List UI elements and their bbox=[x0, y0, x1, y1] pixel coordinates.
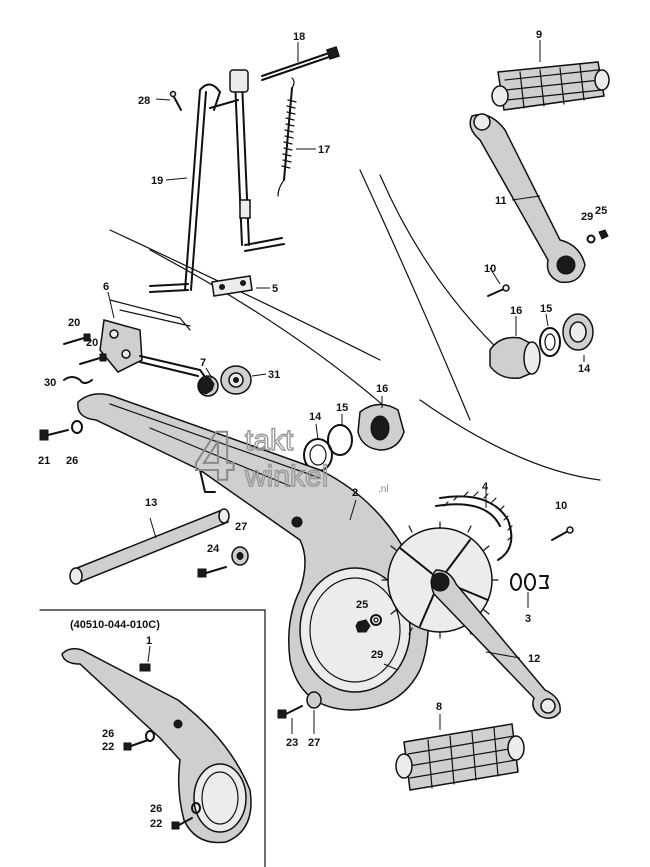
callout-7: 7 bbox=[200, 357, 206, 369]
part-23-bolt bbox=[277, 705, 303, 719]
watermark-line2: winkel bbox=[244, 460, 328, 493]
watermark-line1: takt bbox=[245, 424, 294, 457]
part-10-cotter-pin-lower bbox=[551, 526, 574, 541]
callout-26-inset-lower: 26 bbox=[150, 803, 162, 815]
part-25-nut-middle bbox=[355, 619, 371, 633]
callout-2: 2 bbox=[352, 487, 358, 499]
part-30-clip bbox=[63, 376, 93, 384]
callout-10-lower: 10 bbox=[555, 500, 567, 512]
part-8-left-pedal bbox=[395, 723, 525, 791]
callout-8: 8 bbox=[436, 701, 442, 713]
callout-3: 3 bbox=[525, 613, 531, 625]
callout-30: 30 bbox=[44, 377, 56, 389]
callout-27: 27 bbox=[235, 521, 247, 533]
part-29-washer bbox=[586, 234, 596, 244]
callout-14: 14 bbox=[578, 363, 591, 375]
part-27-collar-lower bbox=[306, 691, 322, 709]
callout-5: 5 bbox=[272, 283, 278, 295]
callout-29: 29 bbox=[581, 211, 593, 223]
part-13-pedal-shaft bbox=[69, 508, 230, 585]
callout-4: 4 bbox=[482, 481, 489, 493]
callout-20-second: 20 bbox=[86, 337, 98, 349]
part-6-brake-plate bbox=[99, 299, 191, 373]
part-2-chain-case bbox=[77, 393, 429, 711]
inset-part-number: (40510-044-010C) bbox=[70, 619, 160, 631]
callout-11: 11 bbox=[495, 195, 507, 207]
callout-21: 21 bbox=[38, 455, 50, 467]
part-9-right-pedal bbox=[491, 61, 610, 111]
callout-20: 20 bbox=[68, 317, 80, 329]
part-26-washer-left bbox=[71, 420, 83, 434]
callout-22-inset: 22 bbox=[102, 741, 114, 753]
callout-10: 10 bbox=[484, 263, 496, 275]
part-20-bolt-lower bbox=[79, 353, 107, 365]
callout-19: 19 bbox=[151, 175, 163, 187]
callout-22-inset-lower: 22 bbox=[150, 818, 162, 830]
part-7-brake-lever bbox=[139, 355, 219, 397]
part-22-bolt-inset-lower bbox=[171, 817, 193, 830]
callout-6: 6 bbox=[103, 281, 109, 293]
callout-26-inset: 26 bbox=[102, 728, 114, 740]
part-15-spacer-middle bbox=[327, 424, 353, 456]
callout-labels: 18 28 19 17 5 9 11 29 25 10 16 15 14 6 2… bbox=[38, 29, 607, 830]
callout-31: 31 bbox=[268, 369, 280, 381]
part-19-main-stand bbox=[149, 69, 285, 293]
callout-1: 1 bbox=[146, 635, 152, 647]
callout-25: 25 bbox=[595, 205, 607, 217]
callout-18: 18 bbox=[293, 31, 305, 43]
part-1-chain-case-variant bbox=[61, 647, 252, 844]
watermark-digit: 4 bbox=[195, 417, 234, 495]
part-25-nut bbox=[598, 229, 609, 240]
part-29-washer-middle bbox=[370, 614, 382, 626]
part-14-seal-upper bbox=[562, 313, 594, 351]
callout-16: 16 bbox=[510, 305, 522, 317]
part-20-bolt-upper bbox=[63, 333, 91, 345]
part-26-washer-inset-upper bbox=[145, 730, 155, 742]
part-17-stand-spring bbox=[277, 77, 297, 197]
callout-29-middle: 29 bbox=[371, 649, 383, 661]
callout-26: 26 bbox=[66, 455, 78, 467]
callout-12: 12 bbox=[528, 653, 540, 665]
callout-14-middle: 14 bbox=[309, 411, 322, 423]
callout-16-middle: 16 bbox=[376, 383, 388, 395]
callout-17: 17 bbox=[318, 144, 330, 156]
part-28-cotter-pin bbox=[169, 90, 182, 111]
callout-9: 9 bbox=[536, 29, 542, 41]
part-11-right-crank bbox=[469, 113, 586, 284]
part-16-bearing-cone-upper bbox=[489, 336, 541, 379]
watermark-logo: 4 takt winkel .nl bbox=[194, 416, 389, 496]
callout-27-lower: 27 bbox=[308, 737, 320, 749]
part-18-stand-bolt bbox=[261, 46, 340, 81]
part-26-washer-inset-lower bbox=[191, 802, 201, 814]
background-sweep-lines bbox=[39, 169, 601, 867]
callout-23: 23 bbox=[286, 737, 298, 749]
callout-25-middle: 25 bbox=[356, 599, 368, 611]
part-10-cotter-pin-upper bbox=[487, 284, 510, 297]
part-22-bolt-inset-upper bbox=[123, 739, 149, 751]
callout-28: 28 bbox=[138, 95, 150, 107]
part-21-bolt bbox=[39, 429, 69, 441]
callout-15-middle: 15 bbox=[336, 402, 348, 414]
callout-15: 15 bbox=[540, 303, 552, 315]
part-3-chain-joint bbox=[510, 573, 549, 591]
part-31-bearing bbox=[220, 365, 252, 395]
part-5-bracket bbox=[211, 275, 253, 297]
part-12-sprocket-and-crank bbox=[381, 521, 561, 719]
watermark-suffix: .nl bbox=[378, 484, 389, 495]
part-27-collar-upper bbox=[231, 546, 249, 566]
part-16-bearing-cone-middle bbox=[357, 403, 405, 451]
callout-13: 13 bbox=[145, 497, 157, 509]
callout-24: 24 bbox=[207, 543, 220, 555]
part-15-spacer-upper bbox=[539, 327, 561, 357]
part-24-bolt bbox=[197, 566, 227, 578]
